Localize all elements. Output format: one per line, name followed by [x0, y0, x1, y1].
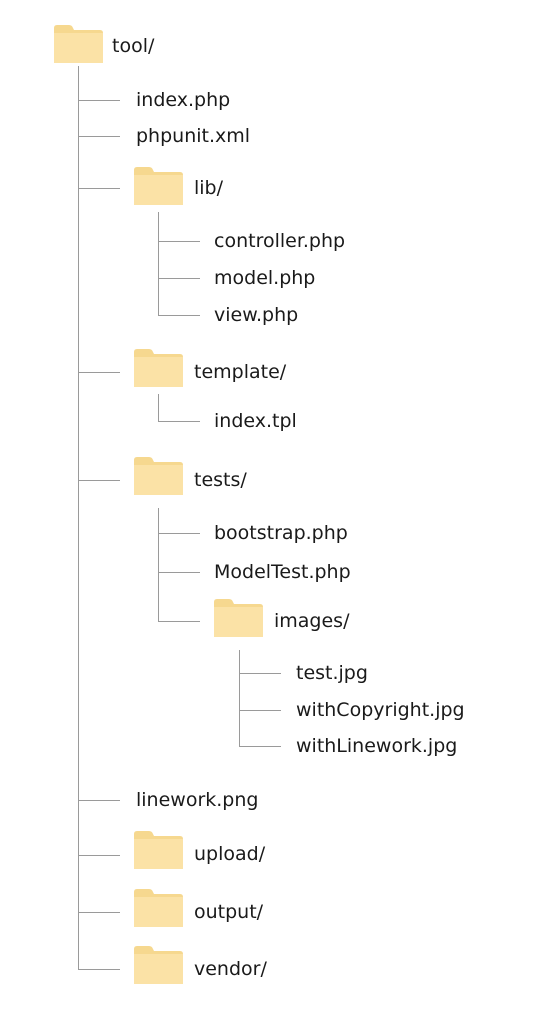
folder-icon — [133, 456, 184, 500]
tree-connector — [78, 188, 120, 189]
tree-connector — [78, 480, 120, 481]
file-item[interactable]: withLinework.jpg — [296, 735, 458, 757]
tree-connector — [158, 572, 200, 573]
tree-connector — [78, 912, 120, 913]
folder-item[interactable]: output/ — [194, 901, 264, 923]
tree-connector — [78, 372, 120, 373]
file-item[interactable]: test.jpg — [296, 662, 368, 684]
file-item[interactable]: view.php — [214, 304, 299, 326]
folder-item[interactable]: tests/ — [194, 469, 247, 491]
file-item[interactable]: index.php — [136, 89, 231, 111]
folder-icon — [133, 888, 184, 932]
tree-connector — [158, 394, 159, 422]
tree-connector — [158, 212, 159, 316]
file-item[interactable]: linework.png — [136, 789, 259, 811]
tree-connector — [239, 650, 240, 747]
folder-item[interactable]: vendor/ — [194, 958, 267, 980]
file-item[interactable]: withCopyright.jpg — [296, 699, 465, 721]
tree-connector — [158, 508, 159, 622]
tree-connector — [78, 100, 120, 101]
folder-icon — [133, 348, 184, 392]
folder-icon — [213, 598, 264, 642]
tree-connector — [78, 969, 120, 970]
folder-item[interactable]: images/ — [274, 610, 350, 632]
file-item[interactable]: controller.php — [214, 230, 346, 252]
tree-connector — [158, 315, 200, 316]
folder-icon — [133, 945, 184, 989]
tree-connector — [78, 855, 120, 856]
tree-connector — [158, 421, 200, 422]
file-item[interactable]: index.tpl — [214, 410, 297, 432]
folder-icon — [133, 166, 184, 210]
tree-connector — [158, 621, 200, 622]
tree-connector — [158, 533, 200, 534]
file-item[interactable]: model.php — [214, 267, 316, 289]
tree-connector — [158, 241, 200, 242]
file-item[interactable]: bootstrap.php — [214, 522, 348, 544]
tree-connector — [78, 66, 79, 970]
tree-connector — [239, 710, 281, 711]
root-folder-label: tool/ — [112, 35, 155, 57]
tree-connector — [78, 136, 120, 137]
file-item[interactable]: ModelTest.php — [214, 561, 351, 583]
tree-connector — [78, 800, 120, 801]
folder-item[interactable]: lib/ — [194, 177, 224, 199]
folder-icon — [53, 24, 104, 68]
folder-item[interactable]: template/ — [194, 361, 287, 383]
folder-item[interactable]: upload/ — [194, 843, 266, 865]
tree-connector — [239, 673, 281, 674]
file-item[interactable]: phpunit.xml — [136, 125, 251, 147]
tree-connector — [158, 278, 200, 279]
folder-icon — [133, 830, 184, 874]
tree-connector — [239, 746, 281, 747]
